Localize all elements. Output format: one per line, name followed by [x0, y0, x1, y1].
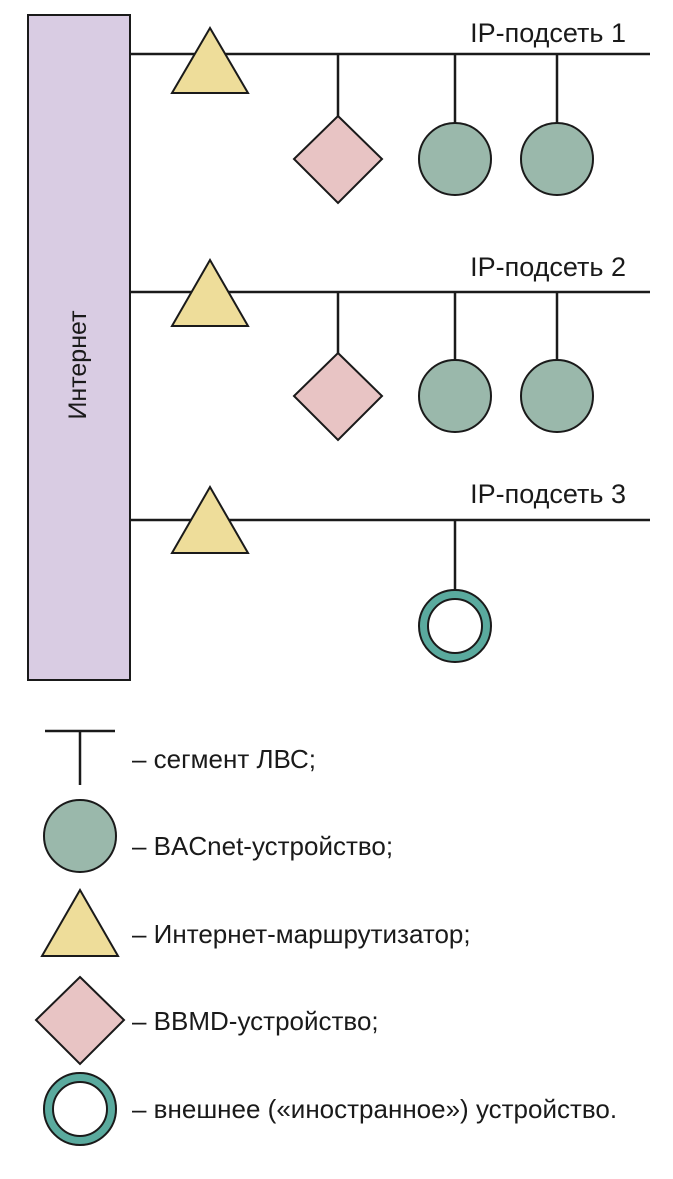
legend-text: – внешнее («иностранное») устройство. [132, 1094, 617, 1124]
legend-item-router: – Интернет-маршрутизатор; [40, 887, 471, 957]
internet-router-icon [40, 887, 120, 957]
legend-item-foreign: – внешнее («иностранное») устройство. [43, 1072, 617, 1146]
internet-block: Интернет [27, 14, 131, 681]
bacnet-device [520, 122, 594, 196]
bacnet-device [418, 122, 492, 196]
legend-text: – Интернет-маршрутизатор; [132, 919, 471, 949]
internet-router [170, 257, 250, 327]
legend-text: – BACnet-устройство; [132, 831, 393, 861]
subnet-2: IP-подсеть 2 [130, 252, 650, 442]
internet-rect [27, 14, 131, 681]
legend-item-lan-segment: – сегмент ЛВС; [45, 729, 316, 785]
internet-label: Интернет [64, 310, 92, 420]
bbmd-device-icon [34, 975, 126, 1066]
subnet-1: IP-подсеть 1 [130, 18, 650, 205]
bacnet-device [520, 359, 594, 433]
legend: – сегмент ЛВС; – BACnet-устройство; – Ин… [34, 729, 617, 1146]
foreign-device-icon-core [52, 1081, 108, 1137]
bbmd-device [292, 351, 384, 442]
legend-text: – сегмент ЛВС; [132, 744, 316, 774]
bacnet-device-icon [43, 799, 117, 873]
legend-text: – BBMD-устройство; [132, 1006, 379, 1036]
subnet-3: IP-подсеть 3 [130, 479, 650, 663]
subnet-label: IP-подсеть 3 [470, 479, 626, 509]
internet-router [170, 484, 250, 554]
legend-item-bbmd: – BBMD-устройство; [34, 975, 379, 1066]
subnet-label: IP-подсеть 1 [470, 18, 626, 48]
internet-router [170, 26, 250, 94]
foreign-device-core [427, 598, 483, 654]
bbmd-device [292, 114, 384, 205]
legend-item-bacnet: – BACnet-устройство; [43, 799, 393, 873]
bacnet-device [418, 359, 492, 433]
subnet-label: IP-подсеть 2 [470, 252, 626, 282]
